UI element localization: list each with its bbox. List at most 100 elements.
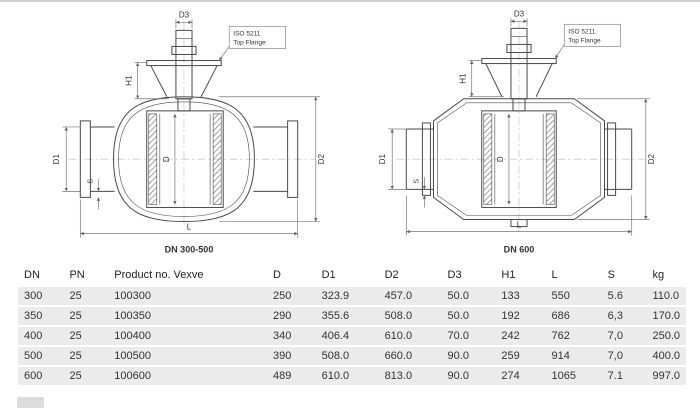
table-cell: 340: [267, 327, 316, 345]
valve-dn600-svg: D3 ISO 5211 Top Flange H1 D1 S D D2 L DN…: [378, 9, 656, 254]
centerlines: [68, 22, 315, 226]
dimension-labels: D3 ISO 5211 Top Flange H1 D1 S D D2 L DN…: [52, 10, 326, 254]
table-cell: 762: [545, 327, 602, 345]
column-header: Product no. Vexve: [108, 266, 268, 285]
dim-label-l: L: [517, 221, 522, 230]
table-cell: 7.1: [601, 367, 647, 385]
column-header: H1: [495, 266, 546, 285]
table-cell: 7,0: [601, 347, 647, 365]
dim-label-l: L: [187, 223, 192, 232]
left-weld-ring: [421, 122, 431, 196]
table-cell: 355.6: [315, 307, 379, 325]
table-cell: 997.0: [646, 367, 686, 385]
ball-assembly: [481, 110, 557, 208]
iso-label-line2: Top Flange: [233, 39, 266, 46]
table-cell: 25: [63, 307, 109, 325]
valve-body: [405, 98, 633, 228]
iso-label-line2: Top Flange: [568, 37, 601, 44]
table-cell: 300: [18, 287, 64, 305]
column-header: D2: [378, 266, 442, 285]
right-end-flange: [287, 120, 299, 198]
table-cell: 1065: [545, 367, 602, 385]
table-cell: 686: [545, 307, 602, 325]
body-inner-wall: [118, 101, 250, 217]
valve-body: [79, 96, 299, 223]
table-cell: 25: [63, 287, 109, 305]
table-cell: 259: [495, 347, 546, 365]
column-header: PN: [63, 266, 109, 285]
bottom-edge-artifact: [17, 397, 44, 408]
table-cell: 813.0: [378, 367, 442, 385]
table-cell: 110.0: [646, 287, 686, 305]
table-cell: 610.0: [315, 367, 379, 385]
table-cell: 508.0: [315, 347, 379, 365]
column-header: D: [267, 266, 316, 285]
table-cell: 25: [63, 347, 109, 365]
dim-label-h1: H1: [125, 75, 134, 86]
table-cell: 660.0: [378, 347, 442, 365]
table-cell: 508.0: [378, 307, 442, 325]
table-cell: 610.0: [378, 327, 442, 345]
dim-label-d: D: [496, 156, 505, 162]
column-header: L: [545, 266, 602, 285]
bottom-plug: [510, 219, 528, 228]
table-cell: 250: [267, 287, 316, 305]
dim-label-d1: D1: [52, 153, 61, 164]
table-cell: 390: [267, 347, 316, 365]
seat-left: [483, 113, 493, 205]
column-header: DN: [18, 266, 64, 285]
valve-dn300-500-svg: D3 ISO 5211 Top Flange H1 D1 S D D2 L DN…: [52, 10, 326, 254]
table-cell: 100500: [108, 347, 268, 365]
table-cell: 100300: [108, 287, 268, 305]
table-cell: 70.0: [441, 327, 496, 345]
iso-label-box: [228, 25, 286, 49]
stem-assembly: [146, 29, 222, 112]
table-cell: 914: [545, 347, 602, 365]
dim-label-d3: D3: [514, 9, 525, 18]
table-cell: 274: [495, 367, 546, 385]
seat-right: [212, 113, 222, 205]
left-end-flange: [79, 120, 91, 198]
seat-left: [148, 113, 158, 205]
stem-collar: [506, 43, 532, 53]
stem-connector: [512, 98, 526, 112]
stem-assembly: [481, 27, 557, 112]
dim-label-s: S: [87, 179, 94, 184]
dim-label-d1: D1: [378, 153, 387, 164]
table-cell: 406.4: [315, 327, 379, 345]
dimension-labels: D3 ISO 5211 Top Flange H1 D1 S D D2 L DN…: [378, 9, 656, 254]
dim-label-d: D: [162, 156, 171, 162]
dim-label-d3: D3: [179, 10, 190, 19]
dim-label-d2: D2: [317, 153, 326, 164]
valve-drawing-dn300-500: D3 ISO 5211 Top Flange H1 D1 S D D2 L DN…: [28, 8, 350, 260]
table-cell: 290: [267, 307, 316, 325]
table-cell: 550: [545, 287, 602, 305]
dimension-lines: [388, 18, 650, 236]
column-header: D3: [441, 266, 496, 285]
table-cell: 400: [18, 327, 64, 345]
table-cell: 250.0: [646, 327, 686, 345]
table-cell: 50.0: [441, 307, 496, 325]
table-cell: 457.0: [378, 287, 442, 305]
iso-label-line1: ISO 5211: [568, 28, 595, 35]
top-flange-plate: [146, 60, 222, 67]
table-cell: 600: [18, 367, 64, 385]
table-cell: 100400: [108, 327, 268, 345]
table-cell: 100600: [108, 367, 268, 385]
table-cell: 489: [267, 367, 316, 385]
table-cell: 350: [18, 307, 64, 325]
table-cell: 25: [63, 367, 109, 385]
table-cell: 90.0: [441, 347, 496, 365]
dim-label-h1: H1: [459, 73, 468, 84]
centerlines: [396, 20, 645, 232]
table-cell: 7,0: [601, 327, 647, 345]
right-weld-ring: [607, 122, 617, 196]
dim-label-d2: D2: [647, 153, 656, 164]
